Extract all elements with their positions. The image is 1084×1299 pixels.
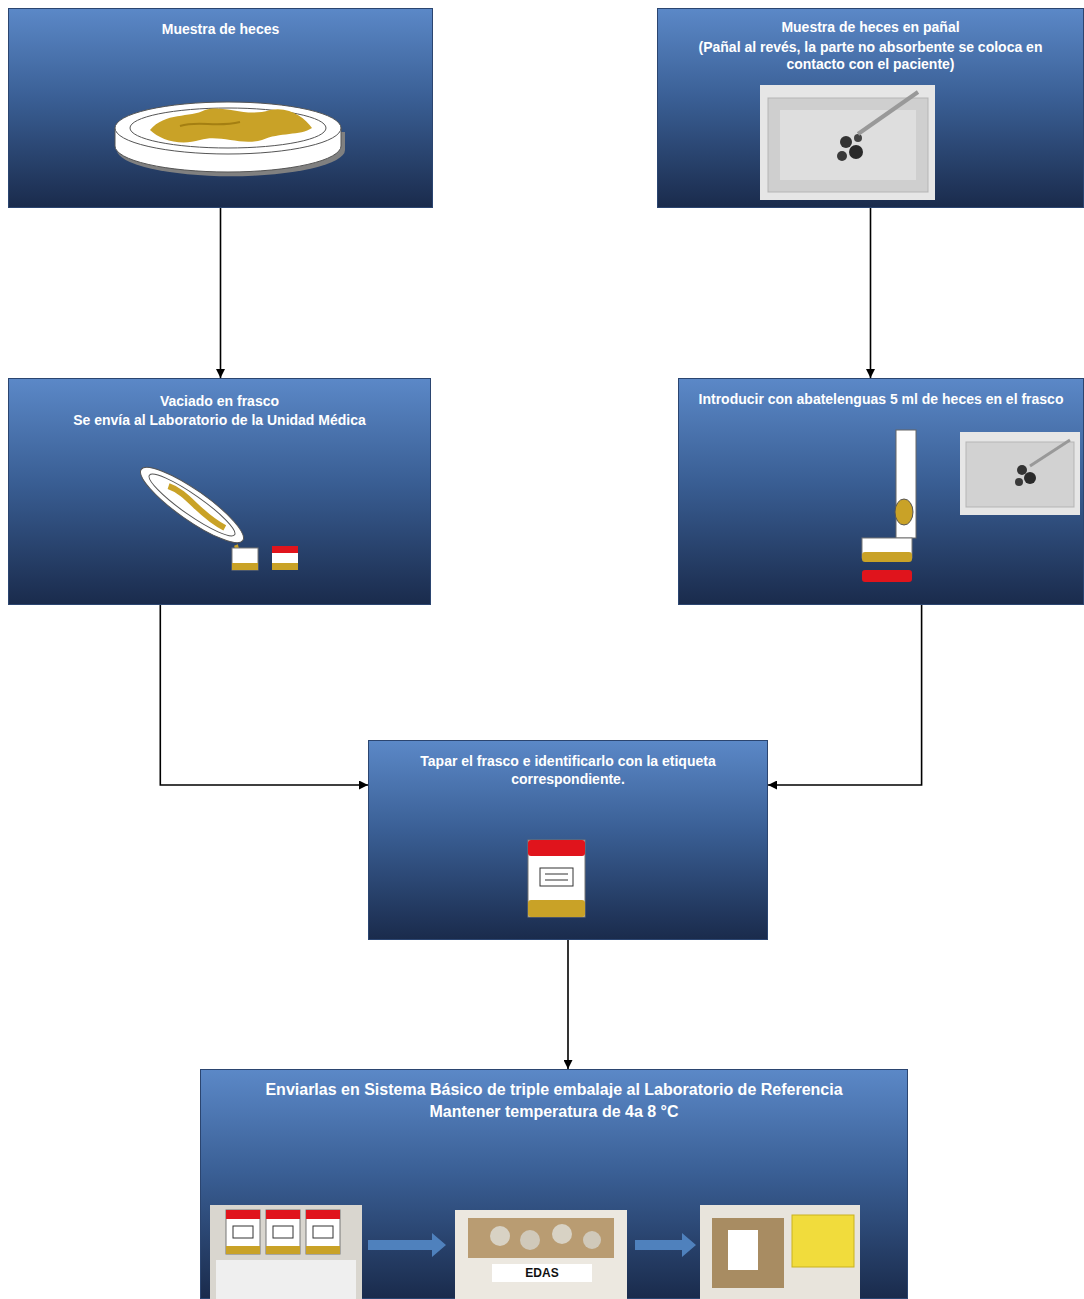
flow-arrow <box>768 605 922 785</box>
box-heading: Muestra de heces en pañal <box>671 19 1071 37</box>
box-heading: Tapar el frasco e identificarlo con la e… <box>398 753 738 788</box>
stool-dish <box>115 102 345 176</box>
box-note: (Pañal al revés, la parte no absorbente … <box>671 39 1071 74</box>
sample-box: Muestra de heces en pañal (Pañal al revés… <box>657 8 1084 208</box>
box-note: Se envía al Laboratorio de la Unidad Méd… <box>20 412 420 430</box>
process-box: Vaciado en frascoSe envía al Laboratorio… <box>8 378 431 605</box>
box-label: EDAS <box>492 1264 592 1282</box>
sample-box: Muestra de heces <box>8 8 433 208</box>
flow-arrow <box>567 940 569 1069</box>
box-heading: Muestra de heces <box>21 21 421 39</box>
labelled-jar <box>528 840 585 917</box>
box-heading: Vaciado en frasco <box>20 393 420 411</box>
process-box: Tapar el frasco e identificarlo con la e… <box>368 740 768 940</box>
flow-arrow <box>160 605 368 785</box>
packaging-photos <box>210 1205 860 1299</box>
jar-with-spatula <box>862 430 1080 582</box>
box-note: Mantener temperatura de 4a 8 °C <box>224 1102 884 1122</box>
diaper-photo <box>760 85 935 200</box>
flow-arrow <box>220 208 222 378</box>
flow-arrow <box>870 208 872 378</box>
process-box: Introducir con abatelenguas 5 ml de hece… <box>678 378 1084 605</box>
box-heading: Introducir con abatelenguas 5 ml de hece… <box>691 391 1071 409</box>
pouring-dish <box>133 457 298 570</box>
box-heading: Enviarlas en Sistema Básico de triple em… <box>224 1080 884 1100</box>
